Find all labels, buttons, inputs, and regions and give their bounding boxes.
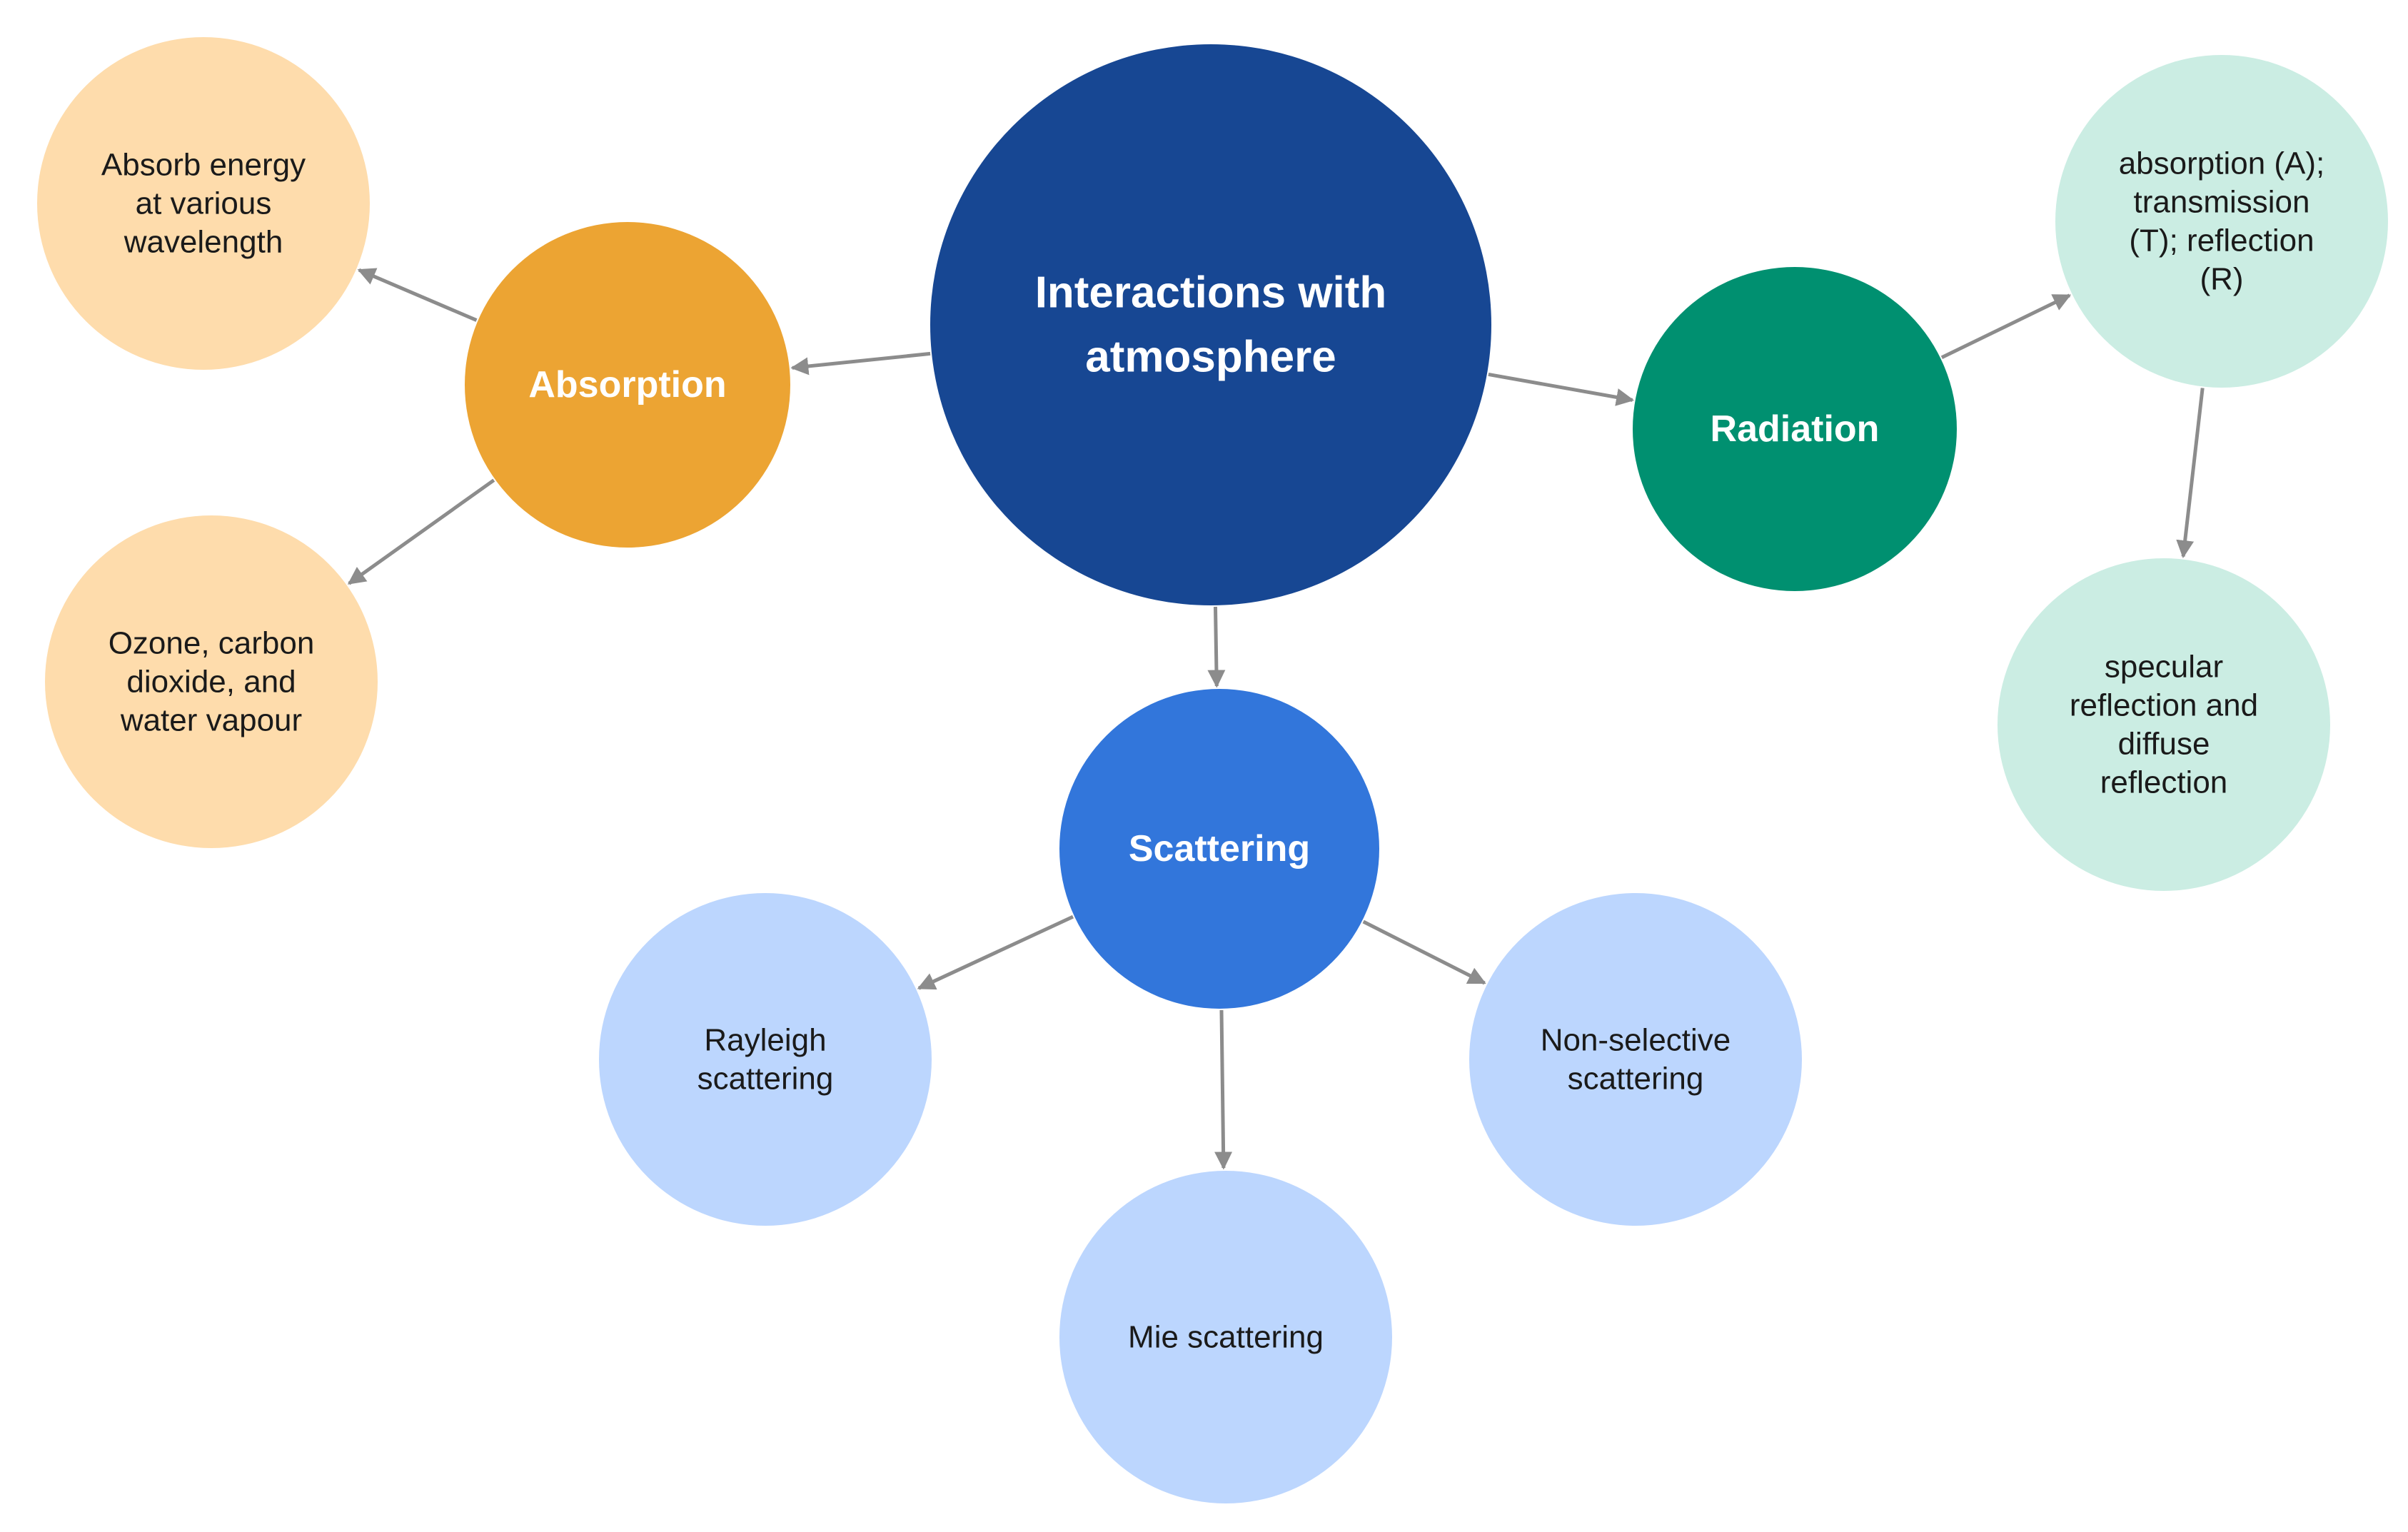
edge-absorption-to-absorb_energy bbox=[357, 268, 478, 322]
node-absorb_energy-label-line: at various bbox=[136, 186, 272, 221]
node-ozone-label-line: water vapour bbox=[120, 703, 302, 738]
edge-center-to-radiation bbox=[1488, 372, 1635, 406]
edge-scattering-to-rayleigh bbox=[917, 914, 1074, 990]
node-atr-label-line: absorption (A); bbox=[2119, 146, 2325, 181]
node-mie-circle bbox=[1059, 1171, 1392, 1503]
node-ozone-label-line: Ozone, carbon bbox=[109, 626, 315, 661]
edge-absorption-to-ozone bbox=[347, 478, 495, 585]
node-center-label-line: atmosphere bbox=[1085, 333, 1336, 382]
node-rayleigh-label-line: scattering bbox=[697, 1062, 834, 1097]
node-rayleigh: Rayleigh scattering bbox=[599, 893, 932, 1226]
node-center: Interactions with atmosphere bbox=[930, 44, 1491, 605]
node-radiation-circle bbox=[1633, 267, 1957, 591]
node-absorption: Absorption bbox=[465, 222, 790, 548]
node-absorption-label-line: Absorption bbox=[528, 364, 726, 405]
edge-atr-to-specular bbox=[2176, 388, 2205, 558]
edge-center-to-absorption bbox=[790, 351, 931, 376]
node-absorb_energy-circle bbox=[37, 37, 370, 370]
node-specular-label-line: specular bbox=[2105, 650, 2223, 685]
node-atr: absorption (A); transmission(T); reflecti… bbox=[2055, 55, 2388, 388]
node-nonselective: Non-selective scattering bbox=[1469, 893, 1802, 1226]
node-radiation-label-line: Radiation bbox=[1711, 408, 1880, 450]
node-atr-circle bbox=[2055, 55, 2388, 388]
node-mie-label-line: Mie scattering bbox=[1128, 1320, 1324, 1355]
edge-scattering-to-mie bbox=[1214, 1009, 1233, 1170]
node-center-circle bbox=[930, 44, 1491, 605]
node-nonselective-label-line: scattering bbox=[1568, 1062, 1704, 1097]
node-radiation: Radiation bbox=[1633, 267, 1957, 591]
node-absorb_energy-label-line: Absorb energy bbox=[101, 148, 306, 183]
node-atr-label-line: (R) bbox=[2200, 262, 2243, 297]
node-ozone-circle bbox=[45, 515, 378, 848]
node-nonselective-label-line: Non-selective bbox=[1541, 1023, 1731, 1058]
node-rayleigh-label-line: Rayleigh bbox=[704, 1023, 826, 1058]
node-atr-label-line: transmission bbox=[2134, 185, 2310, 220]
node-scattering-circle bbox=[1059, 689, 1379, 1009]
node-center-label-line: Interactions with bbox=[1035, 268, 1387, 318]
edges bbox=[347, 268, 2205, 1170]
node-scattering-label-line: Scattering bbox=[1129, 828, 1310, 870]
node-absorb_energy-label-line: wavelength bbox=[124, 225, 283, 260]
node-scattering: Scattering bbox=[1059, 689, 1379, 1009]
edge-scattering-to-nonselective bbox=[1362, 919, 1486, 985]
node-atr-label-line: (T); reflection bbox=[2129, 223, 2314, 258]
node-specular-label-line: reflection and bbox=[2070, 688, 2258, 723]
node-mie: Mie scattering bbox=[1059, 1171, 1392, 1503]
node-rayleigh-circle bbox=[599, 893, 932, 1226]
node-specular-label-line: diffuse bbox=[2118, 727, 2210, 762]
edge-center-to-scattering bbox=[1207, 606, 1226, 688]
node-specular-circle bbox=[1998, 558, 2330, 891]
node-nonselective-circle bbox=[1469, 893, 1802, 1226]
node-ozone-label-line: dioxide, and bbox=[126, 665, 296, 700]
node-absorption-circle bbox=[465, 222, 790, 548]
node-specular-label-line: reflection bbox=[2100, 765, 2228, 800]
edge-radiation-to-atr bbox=[1940, 293, 2072, 360]
